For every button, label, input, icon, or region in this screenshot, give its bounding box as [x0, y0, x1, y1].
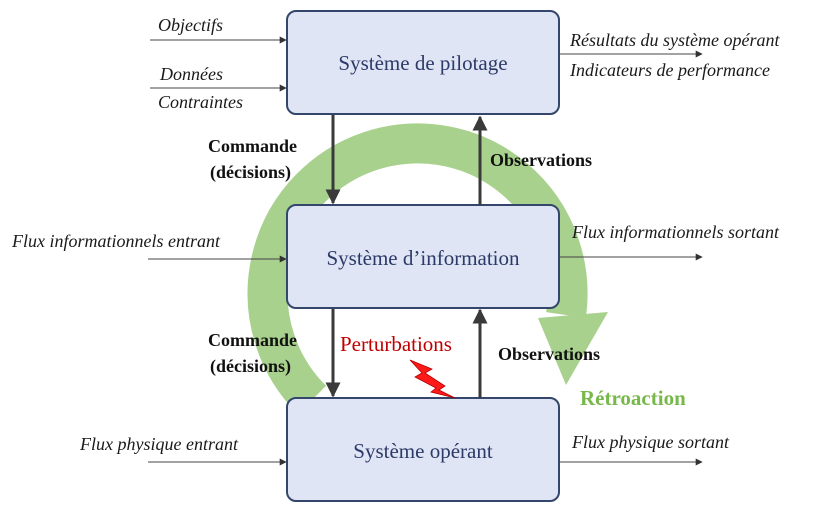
flux-info-in-label: Flux informationnels entrant	[11, 231, 221, 251]
commande-bottom-label-1: Commande	[208, 330, 297, 350]
flux-phys-in-label: Flux physique entrant	[79, 434, 239, 454]
observations-bottom-label: Observations	[498, 344, 600, 364]
pilotage-box	[286, 10, 560, 115]
commande-top-label-1: Commande	[208, 136, 297, 156]
resultats-label: Résultats du système opérant	[569, 30, 780, 50]
operant-label: Système opérant	[353, 439, 493, 463]
flux-phys-out-label: Flux physique sortant	[571, 432, 730, 452]
objectifs-label: Objectifs	[158, 15, 223, 35]
flux-info-out-label: Flux informationnels sortant	[571, 222, 780, 242]
operant-box	[286, 397, 560, 502]
donnees-label: Données	[159, 64, 223, 84]
information-label: Système d’information	[326, 246, 520, 270]
perturbations-label: Perturbations	[340, 332, 452, 356]
commande-top-label-2: (décisions)	[210, 162, 291, 183]
information-box	[286, 204, 560, 309]
indicateurs-label: Indicateurs de performance	[569, 60, 770, 80]
commande-bottom-label-2: (décisions)	[210, 356, 291, 377]
contraintes-label: Contraintes	[158, 92, 243, 112]
pilotage-label: Système de pilotage	[338, 51, 507, 75]
lightning-icon	[409, 359, 456, 399]
retroaction-label: Rétroaction	[580, 386, 686, 410]
observations-top-label: Observations	[490, 150, 592, 170]
